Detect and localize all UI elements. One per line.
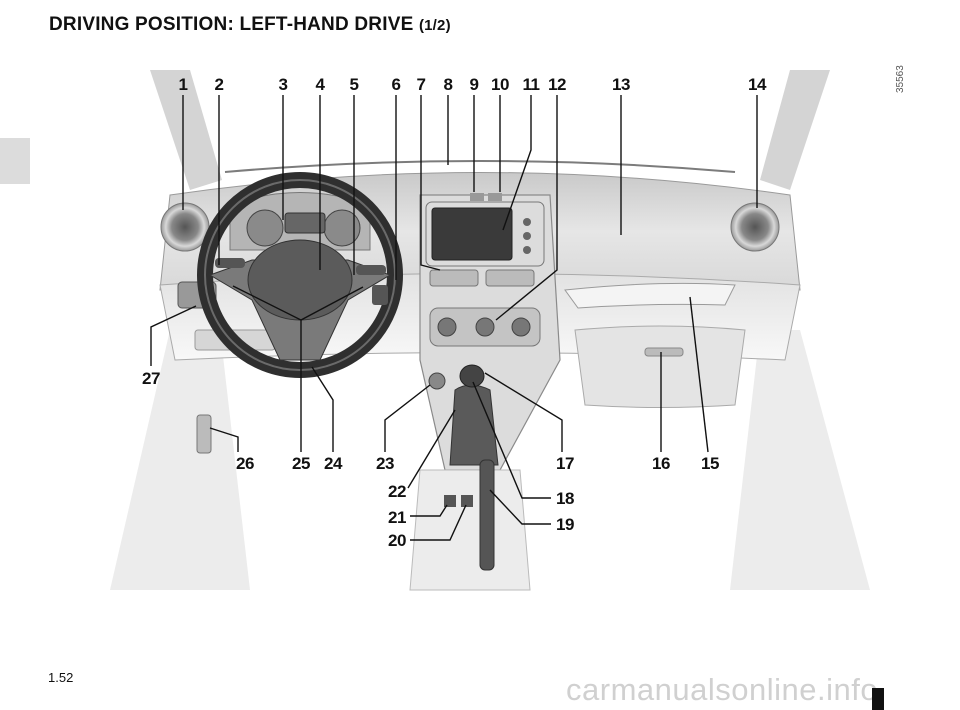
callout-label-23: 23 xyxy=(376,454,394,473)
callout-label-21: 21 xyxy=(388,508,406,527)
callout-label-14: 14 xyxy=(748,75,767,94)
cruise-control-stalk xyxy=(372,285,388,305)
leader-line-18 xyxy=(472,381,551,499)
leader-line-23 xyxy=(384,384,431,452)
callout-label-5: 5 xyxy=(350,75,359,94)
accessory-socket xyxy=(428,372,446,390)
right-stalk xyxy=(356,265,386,275)
left-a-pillar xyxy=(150,70,222,190)
hazard-switch xyxy=(470,193,484,201)
callout-label-13: 13 xyxy=(612,75,630,94)
central-lock-switch xyxy=(488,193,502,201)
climate-knob-right xyxy=(511,317,531,337)
glovebox-trim xyxy=(564,282,736,309)
screen-knob-3 xyxy=(523,246,531,254)
callout-label-1: 1 xyxy=(179,75,188,94)
climate-knob-left xyxy=(437,317,457,337)
callout-label-19: 19 xyxy=(556,515,574,534)
callout-label-16: 16 xyxy=(652,454,670,473)
parking-brake xyxy=(479,459,495,571)
screen-bezel xyxy=(425,201,545,267)
callout-label-18: 18 xyxy=(556,489,574,508)
page-number: 1.52 xyxy=(48,670,74,685)
watermark: carmanualsonline.info xyxy=(566,672,879,707)
callout-label-17: 17 xyxy=(556,454,574,473)
callout-label-27: 27 xyxy=(142,369,160,388)
leader-line-20 xyxy=(410,504,467,541)
leader-line-26 xyxy=(209,427,239,452)
page-corner-mark xyxy=(872,688,884,710)
page-title: DRIVING POSITION: LEFT-HAND DRIVE (1/2) xyxy=(49,14,451,36)
callout-label-3: 3 xyxy=(279,75,288,94)
dash-top-edge xyxy=(224,160,736,173)
callout-label-15: 15 xyxy=(701,454,719,473)
dashboard-illustration: 1 2 3 4 5 6 7 8 9 10 11 12 13 14 15 16 1… xyxy=(110,70,870,591)
callout-label-7: 7 xyxy=(417,75,426,94)
left-door-pillar xyxy=(110,330,250,590)
callout-label-12: 12 xyxy=(548,75,566,94)
chapter-tab xyxy=(0,138,30,184)
console-switch-1 xyxy=(444,495,456,507)
callout-label-26: 26 xyxy=(236,454,254,473)
glovebox-handle xyxy=(644,347,684,357)
leader-line-27 xyxy=(150,305,197,366)
glovebox xyxy=(574,325,746,408)
gear-knob xyxy=(459,364,485,388)
callout-label-2: 2 xyxy=(215,75,224,94)
steering-wheel-highlight xyxy=(204,179,396,371)
leader-line-11 xyxy=(502,95,532,231)
right-a-pillar xyxy=(760,70,830,190)
callout-label-20: 20 xyxy=(388,531,406,550)
leader-line-7 xyxy=(420,95,441,271)
steering-wheel-airbag xyxy=(247,239,353,321)
leader-line-17 xyxy=(484,372,563,452)
multimedia-screen xyxy=(431,207,513,261)
leader-line-22 xyxy=(407,409,456,489)
leader-line-19 xyxy=(489,489,551,525)
screen-knob-1 xyxy=(523,218,531,226)
callout-label-4: 4 xyxy=(316,75,326,94)
right-door-pillar xyxy=(730,330,870,590)
leader-line-15 xyxy=(689,296,709,453)
callout-label-11: 11 xyxy=(523,75,540,94)
center-vent-left xyxy=(429,269,479,287)
callout-label-25: 25 xyxy=(292,454,310,473)
page-title-text: DRIVING POSITION: LEFT-HAND DRIVE xyxy=(49,14,414,35)
callout-label-24: 24 xyxy=(324,454,343,473)
callout-label-22: 22 xyxy=(388,482,406,501)
left-stalk xyxy=(215,258,245,268)
leader-line-21 xyxy=(410,504,448,517)
tachometer xyxy=(246,209,284,247)
console-switch-2 xyxy=(461,495,473,507)
callout-label-6: 6 xyxy=(392,75,401,94)
left-side-vent xyxy=(160,202,210,252)
callout-label-10: 10 xyxy=(491,75,509,94)
lower-console xyxy=(409,469,531,591)
page-title-suffix: (1/2) xyxy=(418,17,451,34)
right-side-vent xyxy=(730,202,780,252)
leader-line-24 xyxy=(311,366,334,452)
leader-line-25b xyxy=(300,286,364,321)
bonnet-release xyxy=(196,414,212,454)
callout-label-8: 8 xyxy=(444,75,453,94)
figure-reference-code: 35563 xyxy=(895,65,906,93)
center-vent-right xyxy=(485,269,535,287)
screen-knob-2 xyxy=(523,232,531,240)
callout-label-9: 9 xyxy=(470,75,479,94)
leader-line-12 xyxy=(495,95,558,321)
speedometer-display xyxy=(284,212,326,234)
climate-knob-center xyxy=(475,317,495,337)
